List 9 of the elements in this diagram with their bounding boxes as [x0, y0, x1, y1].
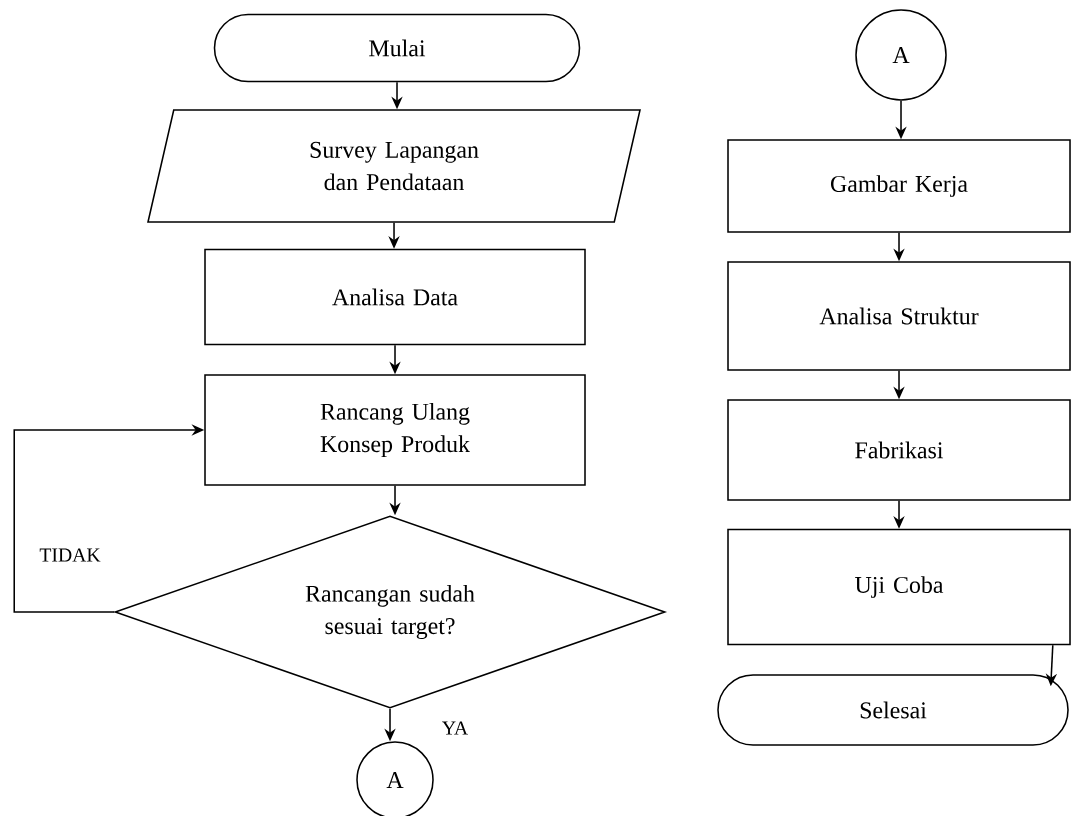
input-output-parallelogram: Survey Lapangan dan Pendataan	[147, 109, 641, 223]
edge-label: YA	[440, 720, 470, 736]
process-box: Gambar Kerja	[727, 139, 1071, 233]
process-box: Rancang Ulang Konsep Produk	[204, 374, 586, 486]
process-box: Analisa Struktur	[727, 261, 1071, 371]
process-box: Fabrikasi	[727, 399, 1071, 501]
process-box: Uji Coba	[727, 528, 1071, 646]
process-box: Analisa Data	[204, 248, 586, 346]
edge-label: TIDAK	[38, 547, 102, 563]
